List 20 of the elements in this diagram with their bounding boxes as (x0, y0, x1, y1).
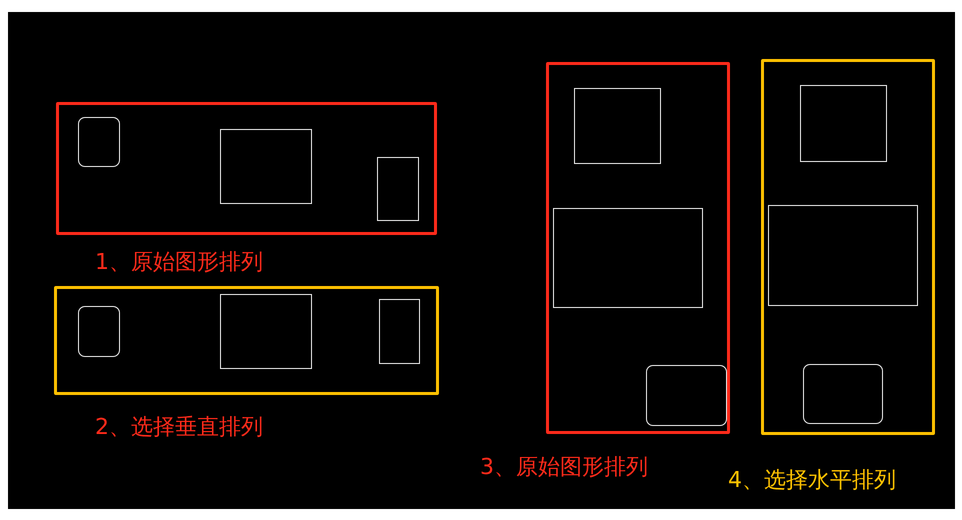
rectangle (574, 88, 661, 164)
node-label: 4、选择水平排列 (728, 468, 896, 494)
group-frame (54, 286, 439, 395)
rectangle (377, 157, 419, 221)
rectangle (220, 294, 312, 369)
group-frame (546, 62, 730, 434)
node-label: 1、原始图形排列 (95, 250, 263, 276)
group-frame (56, 102, 437, 235)
group-frame (761, 59, 935, 435)
rectangle (379, 299, 420, 364)
rounded-rectangle (646, 365, 727, 426)
rounded-rectangle (803, 364, 883, 424)
rounded-rectangle (78, 306, 120, 357)
rectangle (800, 85, 887, 162)
rectangle (220, 129, 312, 204)
rectangle (553, 208, 703, 308)
rounded-rectangle (78, 117, 120, 167)
rectangle (768, 205, 918, 306)
node-label: 3、原始图形排列 (480, 455, 648, 481)
node-label: 2、选择垂直排列 (95, 415, 263, 441)
